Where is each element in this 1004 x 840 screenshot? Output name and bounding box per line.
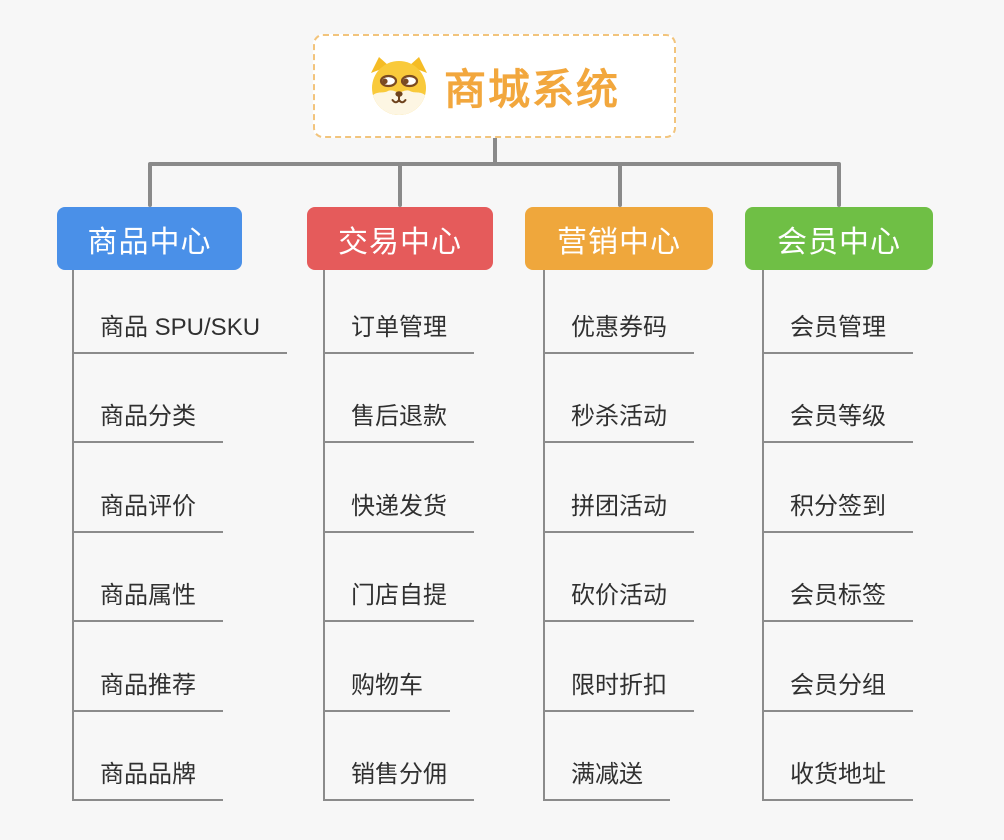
branch-node-trade-center[interactable]: 交易中心 bbox=[307, 207, 493, 270]
child-node[interactable]: 商品 SPU/SKU bbox=[72, 311, 288, 354]
child-node[interactable]: 拼团活动 bbox=[543, 490, 694, 533]
child-node[interactable]: 满减送 bbox=[543, 758, 670, 801]
child-node[interactable]: 限时折扣 bbox=[543, 669, 694, 712]
branch-children-member: 会员管理 会员等级 积分签到 会员标签 会员分组 收货地址 bbox=[762, 270, 1002, 803]
child-node[interactable]: 会员标签 bbox=[762, 579, 913, 622]
child-node[interactable]: 商品推荐 bbox=[72, 669, 223, 712]
connector-column-line bbox=[543, 270, 545, 801]
branch-node-goods-center[interactable]: 商品中心 bbox=[57, 207, 242, 270]
child-node[interactable]: 积分签到 bbox=[762, 490, 913, 533]
child-node[interactable]: 会员等级 bbox=[762, 400, 913, 443]
child-node[interactable]: 优惠券码 bbox=[543, 311, 694, 354]
shiba-dog-icon bbox=[369, 56, 429, 116]
branch-children-trade: 订单管理 售后退款 快递发货 门店自提 购物车 销售分佣 bbox=[323, 270, 563, 803]
connector-drop-trade bbox=[398, 164, 402, 207]
connector-column-line bbox=[72, 270, 74, 801]
child-node[interactable]: 收货地址 bbox=[762, 758, 913, 801]
connector-root-stem bbox=[493, 138, 497, 164]
child-node[interactable]: 砍价活动 bbox=[543, 579, 694, 622]
branch-children-goods: 商品 SPU/SKU 商品分类 商品评价 商品属性 商品推荐 商品品牌 bbox=[72, 270, 312, 803]
branch-children-marketing: 优惠券码 秒杀活动 拼团活动 砍价活动 限时折扣 满减送 bbox=[543, 270, 783, 803]
branch-node-member-center[interactable]: 会员中心 bbox=[745, 207, 933, 270]
branch-node-marketing-center[interactable]: 营销中心 bbox=[525, 207, 713, 270]
child-node[interactable]: 商品属性 bbox=[72, 579, 223, 622]
child-node[interactable]: 商品品牌 bbox=[72, 758, 223, 801]
child-node[interactable]: 会员分组 bbox=[762, 669, 913, 712]
connector-column-line bbox=[762, 270, 764, 801]
connector-drop-goods bbox=[148, 164, 152, 207]
connector-bus bbox=[148, 162, 841, 166]
root-node[interactable]: 商城系统 bbox=[313, 34, 676, 138]
child-node[interactable]: 会员管理 bbox=[762, 311, 913, 354]
child-node[interactable]: 销售分佣 bbox=[323, 758, 474, 801]
child-node[interactable]: 秒杀活动 bbox=[543, 400, 694, 443]
child-node[interactable]: 订单管理 bbox=[323, 311, 474, 354]
child-node[interactable]: 商品评价 bbox=[72, 490, 223, 533]
child-node[interactable]: 门店自提 bbox=[323, 579, 474, 622]
child-node[interactable]: 快递发货 bbox=[323, 490, 474, 533]
child-node[interactable]: 购物车 bbox=[323, 669, 450, 712]
connector-drop-marketing bbox=[618, 164, 622, 207]
connector-column-line bbox=[323, 270, 325, 801]
child-node[interactable]: 商品分类 bbox=[72, 400, 223, 443]
connector-drop-member bbox=[837, 164, 841, 207]
root-title: 商城系统 bbox=[443, 65, 620, 113]
child-node[interactable]: 售后退款 bbox=[323, 400, 474, 443]
